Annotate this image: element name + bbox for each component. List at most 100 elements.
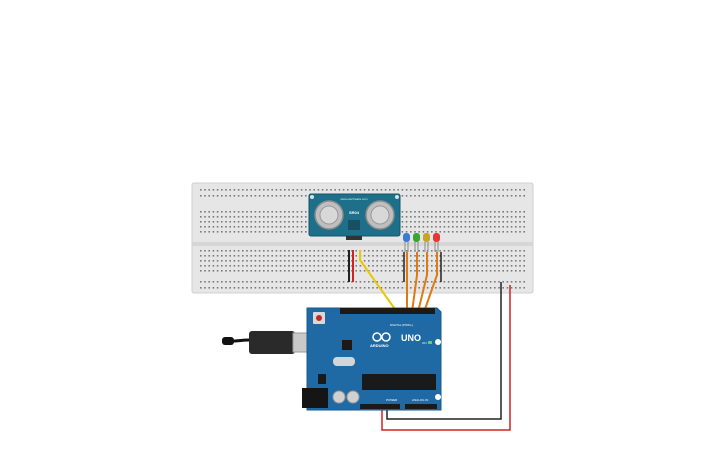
breadboard-jumpers — [348, 250, 405, 282]
wire-orange-led-2[interactable] — [411, 252, 418, 313]
breadboard-hole — [221, 270, 223, 272]
atmega-chip — [362, 374, 436, 390]
wire-yellow-trig-echo[interactable] — [359, 250, 398, 313]
breadboard-hole — [502, 231, 504, 233]
breadboard-hole — [313, 265, 315, 267]
wire-red-power-rail[interactable] — [381, 285, 511, 431]
breadboard-hole — [405, 226, 408, 228]
breadboard-hole — [284, 260, 286, 262]
breadboard-hole — [498, 226, 500, 228]
breadboard-hole — [489, 281, 492, 283]
breadboard-hole — [389, 189, 391, 191]
arduino-uno[interactable]: UNO ARDUINO DIGITAL (PWM~) POWER ANALOG … — [302, 307, 442, 411]
breadboard-hole — [439, 270, 441, 272]
breadboard-hole — [464, 287, 467, 289]
breadboard-hole — [502, 195, 504, 197]
breadboard-hole — [460, 231, 462, 233]
breadboard-hole — [275, 260, 278, 262]
breadboard-hole — [502, 189, 504, 191]
breadboard-hole — [372, 287, 374, 289]
wire-orange-led-4[interactable] — [423, 252, 438, 313]
breadboard-hole — [435, 211, 437, 213]
breadboard-hole — [279, 287, 282, 289]
breadboard-hole — [359, 265, 362, 267]
led-blue[interactable] — [403, 233, 410, 252]
breadboard-hole — [330, 270, 332, 272]
breadboard-hole — [510, 281, 513, 283]
led-green[interactable] — [413, 233, 420, 252]
breadboard-hole — [443, 265, 446, 267]
breadboard-hole — [422, 189, 425, 191]
breadboard-hole — [216, 265, 219, 267]
breadboard-hole — [393, 265, 395, 267]
led-yellow[interactable] — [423, 233, 430, 252]
breadboard-hole — [254, 250, 257, 252]
power-pin-header — [360, 404, 400, 409]
breadboard-hole — [473, 270, 475, 272]
breadboard-hole — [363, 287, 366, 289]
breadboard-hole — [460, 216, 462, 218]
breadboard-hole — [498, 270, 500, 272]
wire-black-ground-rail[interactable] — [386, 282, 502, 420]
breadboard-hole — [481, 287, 483, 289]
breadboard-hole — [216, 270, 219, 272]
led-red[interactable] — [433, 233, 440, 252]
reset-button[interactable] — [316, 315, 322, 321]
breadboard-hole — [212, 216, 215, 218]
breadboard-hole — [288, 287, 290, 289]
on-label: ON — [422, 341, 427, 345]
breadboard-hole — [221, 226, 223, 228]
breadboard-hole — [431, 255, 433, 257]
breadboard-hole — [393, 189, 395, 191]
breadboard-hole — [317, 260, 320, 262]
breadboard-hole — [506, 287, 509, 289]
breadboard-hole — [473, 281, 475, 283]
voltage-regulator — [318, 374, 326, 384]
breadboard-hole — [292, 265, 294, 267]
breadboard-hole — [212, 270, 215, 272]
breadboard-hole — [468, 287, 471, 289]
breadboard-hole — [372, 189, 374, 191]
breadboard-hole — [233, 195, 236, 197]
breadboard-hole — [393, 260, 395, 262]
breadboard-hole — [422, 221, 425, 223]
breadboard-hole — [494, 255, 496, 257]
breadboard-hole — [279, 281, 282, 283]
breadboard-hole — [456, 255, 458, 257]
breadboard-hole — [233, 211, 236, 213]
breadboard-hole — [473, 260, 475, 262]
breadboard-hole — [485, 250, 488, 252]
breadboard-hole — [221, 231, 223, 233]
breadboard-hole — [237, 211, 240, 213]
breadboard-hole — [414, 231, 416, 233]
breadboard-hole — [347, 189, 349, 191]
breadboard-hole — [410, 270, 412, 272]
sensor-transmitter-inner — [319, 205, 339, 225]
breadboard-hole — [250, 221, 252, 223]
breadboard-hole — [342, 281, 345, 283]
wire-orange-led-3[interactable] — [417, 252, 428, 313]
breadboard-hole — [221, 281, 223, 283]
breadboard-hole — [485, 260, 488, 262]
breadboard-hole — [355, 287, 357, 289]
breadboard-hole — [200, 265, 202, 267]
breadboard-hole — [250, 226, 252, 228]
breadboard-hole — [317, 265, 320, 267]
breadboard-hole — [523, 211, 525, 213]
breadboard-hole — [342, 287, 345, 289]
breadboard-body — [191, 182, 534, 294]
ultrasonic-sensor[interactable]: www.elecfreaks.com SR04 — [308, 193, 401, 240]
breadboard-hole — [313, 270, 315, 272]
breadboard-hole — [443, 270, 446, 272]
breadboard-hole — [204, 231, 206, 233]
breadboard-hole — [397, 281, 399, 283]
breadboard-hole — [237, 255, 240, 257]
breadboard-hole — [237, 270, 240, 272]
breadboard-hole — [418, 231, 420, 233]
breadboard-hole — [456, 211, 458, 213]
breadboard-hole — [439, 226, 441, 228]
breadboard-hole — [515, 189, 517, 191]
usb-cable-wire — [233, 338, 250, 343]
breadboard-hole — [225, 255, 227, 257]
breadboard-hole — [267, 270, 269, 272]
